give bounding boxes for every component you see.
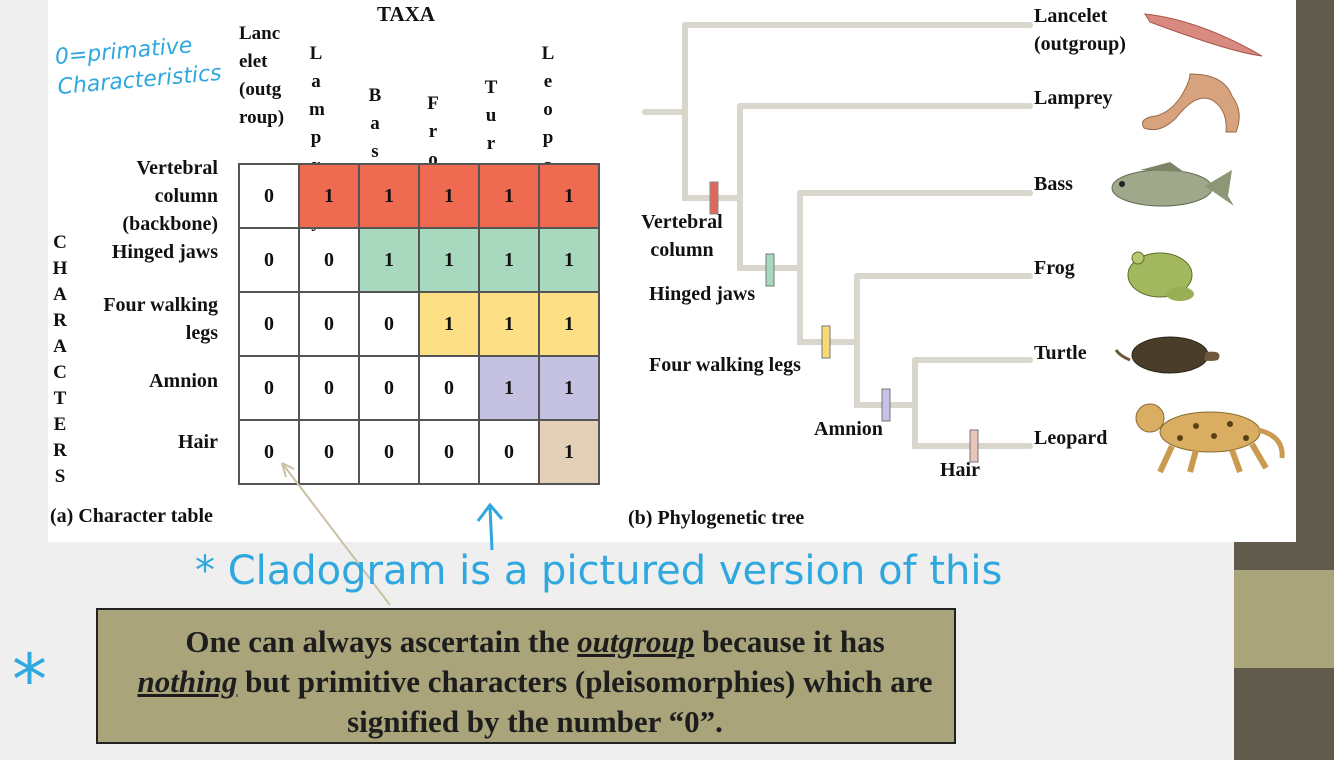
characters-side-label: CHARACTERS	[52, 232, 68, 487]
lancelet-image	[1144, 13, 1263, 57]
tree-label-lamprey: Lamprey	[1034, 87, 1113, 109]
decor-block-khaki	[1234, 570, 1334, 668]
character-table-caption: (a) Character table	[50, 505, 213, 527]
table-cell: 1	[418, 291, 480, 357]
tree-character-hinged-jaws: Hinged jaws	[649, 283, 756, 305]
tree-node-1	[682, 22, 743, 201]
table-cell: 0	[298, 291, 360, 357]
table-cell: 0	[298, 355, 360, 421]
row-label-four-walking-legs: Four walking legs	[103, 294, 218, 344]
table-cell: 0	[238, 419, 300, 485]
table-cell: 1	[418, 227, 480, 293]
table-cell: 0	[298, 419, 360, 485]
frog-image	[1127, 251, 1194, 301]
row-label-vertebral-column: Vertebral column (backbone)	[122, 157, 218, 235]
table-cell: 1	[478, 163, 540, 229]
table-cell: 1	[358, 163, 420, 229]
table-cell: 1	[478, 227, 540, 293]
table-cell: 1	[538, 163, 600, 229]
tree-label-turtle: Turtle	[1034, 342, 1087, 364]
phylogenetic-tree	[642, 13, 1285, 474]
tree-label-frog: Frog	[1034, 257, 1075, 279]
vertebral-column-marker	[709, 181, 719, 215]
table-cell: 0	[238, 227, 300, 293]
table-cell: 0	[358, 419, 420, 485]
table-cell: 0	[238, 291, 300, 357]
handwritten-star: *	[12, 639, 47, 721]
row-label-hair: Hair	[178, 431, 218, 453]
four-walking-legs-marker	[821, 325, 831, 359]
tree-label-leopard: Leopard	[1034, 427, 1108, 449]
handwritten-arrows	[281, 462, 504, 606]
callout-text: One can always ascertain the outgroup be…	[137, 624, 933, 739]
table-cell: 0	[238, 163, 300, 229]
table-cell: 0	[418, 355, 480, 421]
tree-label-lancelet: Lancelet (outgroup)	[1034, 5, 1126, 55]
tree-node-3	[797, 190, 860, 345]
table-cell: 1	[538, 355, 600, 421]
table-cell: 1	[358, 227, 420, 293]
table-cell: 1	[418, 163, 480, 229]
tree-node-2	[737, 103, 803, 271]
table-cell: 0	[358, 355, 420, 421]
table-cell: 1	[478, 291, 540, 357]
bass-image	[1111, 162, 1234, 207]
tree-character-four-walking-legs: Four walking legs	[649, 354, 801, 376]
tree-label-bass: Bass	[1034, 173, 1073, 195]
table-cell: 1	[298, 163, 360, 229]
turtle-image	[1114, 336, 1220, 374]
hinged-jaws-marker	[765, 253, 775, 287]
table-cell: 0	[418, 419, 480, 485]
taxa-title: TAXA	[377, 2, 435, 26]
tree-node-4	[854, 273, 918, 408]
phylogenetic-tree-caption: (b) Phylogenetic tree	[628, 507, 805, 529]
row-label-amnion: Amnion	[149, 370, 218, 392]
lamprey-image	[1142, 73, 1240, 133]
tree-node-5	[912, 357, 1033, 449]
handwritten-cladogram-note: * Cladogram is a pictured version of thi…	[195, 548, 1003, 594]
taxon-header-lancelet: Lancelet (outgroup)	[239, 23, 285, 128]
table-cell: 1	[538, 227, 600, 293]
hair-marker	[969, 429, 979, 463]
table-cell: 1	[538, 291, 600, 357]
table-cell: 0	[478, 419, 540, 485]
tree-character-hair: Hair	[940, 459, 980, 481]
table-cell: 0	[238, 355, 300, 421]
leopard-image	[1135, 403, 1285, 474]
table-cell: 1	[538, 419, 600, 485]
tree-character-vertebral-column: Vertebral column	[641, 211, 723, 261]
table-cell: 0	[298, 227, 360, 293]
table-cell: 1	[478, 355, 540, 421]
row-label-hinged-jaws: Hinged jaws	[111, 241, 218, 263]
amnion-marker	[881, 388, 891, 422]
table-cell: 0	[358, 291, 420, 357]
callout-box	[96, 608, 956, 744]
tree-character-amnion: Amnion	[814, 418, 883, 440]
